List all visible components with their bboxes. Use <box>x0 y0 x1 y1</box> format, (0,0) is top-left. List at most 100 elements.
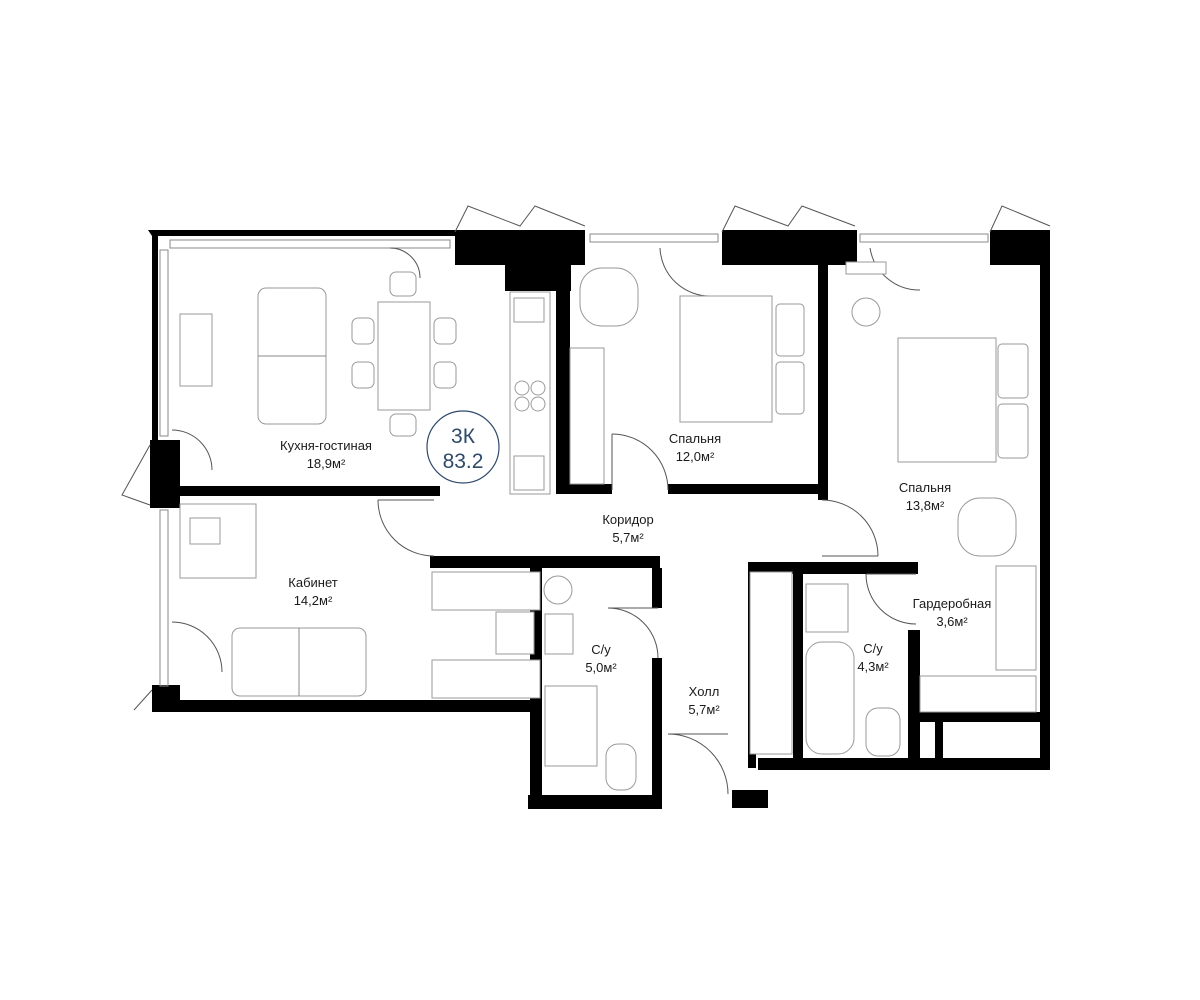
room-area-office: 14,2м² <box>294 593 333 608</box>
desk-bedroom2 <box>845 261 887 275</box>
door-balcony-kitchen <box>389 247 421 279</box>
balcony-zigzag-2 <box>721 205 856 233</box>
cabinet-office <box>495 611 535 655</box>
door-bath1 <box>607 607 659 659</box>
wall-bottom-right <box>758 758 1050 770</box>
window-kitchen <box>169 239 451 249</box>
balcony-zigzag-3 <box>989 205 1051 233</box>
chair <box>433 361 457 389</box>
door-balcony-bedroom2 <box>869 247 921 291</box>
shelf-office-bottom <box>431 659 541 699</box>
room-name-kitchen: Кухня-гостиная <box>280 438 372 453</box>
wall-bath1-bottom <box>528 795 662 809</box>
wall-bedrooms-partition <box>818 262 828 500</box>
armchair-bedroom1 <box>579 267 639 327</box>
pillow <box>997 403 1029 459</box>
room-area-bedroom2: 13,8м² <box>906 498 945 513</box>
unit-type: 3К <box>451 425 476 448</box>
room-labels: Кухня-гостиная 18,9м² Спальня 12,0м² Спа… <box>280 431 991 717</box>
dining-table <box>377 301 431 411</box>
door-office-window <box>171 621 223 673</box>
bed-bedroom2 <box>897 337 997 463</box>
wardrobe-bedroom1 <box>569 347 605 485</box>
room-name-hall: Холл <box>689 684 720 699</box>
windows <box>121 205 1051 711</box>
wall-top-right-center <box>722 230 857 265</box>
chair <box>389 413 417 437</box>
shelf-office-top <box>431 571 541 611</box>
computer <box>189 517 221 545</box>
wall-entrance <box>732 790 768 808</box>
door-entrance <box>667 733 729 795</box>
room-name-bath2: С/у <box>863 641 883 656</box>
doors <box>171 247 921 795</box>
door-bath2 <box>865 573 917 625</box>
room-area-bath1: 5,0м² <box>585 660 617 675</box>
window-bedroom2 <box>859 233 989 243</box>
window-office-left <box>159 509 169 687</box>
wall-bedroom1-bottom-left <box>556 484 612 494</box>
wall-bedroom1-bottom-right <box>668 484 828 494</box>
wardrobe-shelf <box>919 675 1037 713</box>
burner <box>514 396 530 412</box>
unit-badge: 3К 83.2 <box>426 410 500 484</box>
pillow <box>775 303 805 357</box>
room-name-bedroom1: Спальня <box>669 431 721 446</box>
pillow <box>997 343 1029 399</box>
door-office <box>377 499 435 557</box>
wall-office-bath <box>430 556 660 568</box>
chair <box>433 317 457 345</box>
tv-stand <box>179 313 213 387</box>
chair <box>351 317 375 345</box>
room-name-wardrobe: Гардеробная <box>913 596 992 611</box>
wall-shaft <box>935 722 943 762</box>
wall-bath1-right-top <box>652 568 662 608</box>
armchair-bedroom2 <box>957 497 1017 557</box>
window-bay-left <box>121 444 151 506</box>
door-bedroom2 <box>821 499 879 557</box>
unit-badge-circle <box>426 410 500 484</box>
pillow <box>775 361 805 415</box>
toilet-bath2 <box>865 707 901 757</box>
wardrobe-rack <box>995 565 1037 671</box>
sink <box>513 297 545 323</box>
wall-wardrobe-bottom <box>918 712 1050 722</box>
sink-bath2 <box>805 583 849 633</box>
door-balcony-bedroom1 <box>659 247 713 297</box>
room-name-office: Кабинет <box>288 575 337 590</box>
shower-bath1 <box>544 685 598 767</box>
room-area-bath2: 4,3м² <box>857 659 889 674</box>
door-kitchen-window <box>171 429 213 471</box>
washer <box>543 575 573 605</box>
wardrobe-hall <box>749 571 793 755</box>
walls <box>148 230 1050 809</box>
wall-bedroom1-left <box>556 265 570 493</box>
toilet-bath1 <box>605 743 637 791</box>
burner <box>530 396 546 412</box>
balcony-zigzag-1 <box>454 205 586 233</box>
burner <box>514 380 530 396</box>
door-bedroom1 <box>611 433 669 491</box>
furniture <box>179 261 1037 791</box>
burner <box>530 380 546 396</box>
room-area-hall: 5,7м² <box>688 702 720 717</box>
wall-kitchen-office <box>180 486 440 496</box>
unit-area: 83.2 <box>443 450 484 473</box>
chair <box>351 361 375 389</box>
wall-bath2-top <box>748 562 918 574</box>
room-area-kitchen: 18,9м² <box>307 456 346 471</box>
wall-left-column <box>150 440 180 508</box>
room-name-corridor: Коридор <box>602 512 653 527</box>
window-kitchen-left <box>159 249 169 437</box>
room-area-bedroom1: 12,0м² <box>676 449 715 464</box>
bed-bedroom1 <box>679 295 773 423</box>
sink-bath1 <box>544 613 574 655</box>
window-corner-left <box>133 689 153 711</box>
wall-bath2-right <box>908 630 920 760</box>
room-area-corridor: 5,7м² <box>612 530 644 545</box>
room-name-bath1: С/у <box>591 642 611 657</box>
window-bedroom1 <box>589 233 719 243</box>
wall-bath1-right-bottom <box>652 658 662 808</box>
bathtub <box>805 641 855 755</box>
